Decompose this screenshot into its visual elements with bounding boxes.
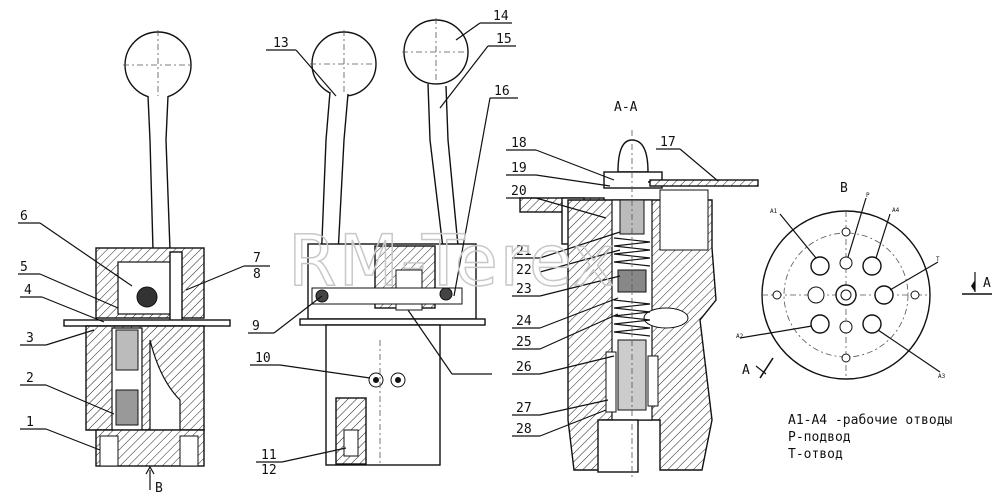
valve-body: [85, 325, 205, 431]
flange-plate: [63, 319, 231, 327]
section-title: A-A: [614, 100, 638, 115]
pivot-ball: [136, 286, 158, 308]
callout-26: 26: [516, 360, 532, 375]
callout-25: 25: [516, 335, 532, 350]
callout-27: 27: [516, 401, 532, 416]
callout-4: 4: [24, 283, 32, 298]
callout-14: 14: [493, 9, 509, 24]
legend-line-1: A1-A4 -рабочие отводы: [788, 413, 953, 428]
callout-24: 24: [516, 314, 532, 329]
port-label-t: T: [936, 256, 940, 263]
callout-3: 3: [26, 331, 34, 346]
callout-21: 21: [516, 244, 532, 259]
lever-shaft: [147, 95, 171, 251]
callout-19: 19: [511, 161, 527, 176]
watermark: RM-Terex: [288, 220, 616, 302]
legend-line-3: Т-отвод: [788, 447, 843, 462]
callout-11: 11: [261, 448, 277, 463]
view-b: B A1 A4 P T A2 A3 A: [736, 181, 992, 380]
port-p: [839, 256, 853, 270]
callout-18: 18: [511, 136, 527, 151]
bolt-7: [169, 251, 183, 329]
callouts: 1 2 3 4 5 6 7 8 9 10 11 12 13 14: [18, 9, 719, 478]
left-view: B: [63, 30, 231, 496]
callout-9: 9: [252, 319, 260, 334]
callout-13: 13: [273, 36, 289, 51]
callout-1: 1: [26, 415, 34, 430]
arrow-label-a-right: A: [983, 276, 991, 291]
port-label-p: P: [866, 192, 870, 199]
callout-7: 7: [253, 251, 261, 266]
legend-line-2: Р-подвод: [788, 430, 851, 445]
lever-plate-17: [649, 179, 759, 187]
callout-5: 5: [20, 260, 28, 275]
port-a1: [810, 256, 830, 276]
port-t: [874, 285, 894, 305]
callout-2: 2: [26, 371, 34, 386]
middle-view: [299, 18, 486, 466]
callout-15: 15: [496, 32, 512, 47]
callout-12: 12: [261, 463, 277, 478]
callout-22: 22: [516, 263, 532, 278]
port-left: [807, 286, 825, 304]
callout-20: 20: [511, 184, 527, 199]
callout-23: 23: [516, 282, 532, 297]
view-b-title: B: [840, 181, 848, 196]
callout-16: 16: [494, 84, 510, 99]
legend: A1-A4 -рабочие отводы Р-подвод Т-отвод: [788, 413, 953, 462]
callout-28: 28: [516, 422, 532, 437]
callout-6: 6: [20, 209, 28, 224]
port-a3: [862, 314, 882, 334]
port-label-a1: A1: [770, 208, 778, 215]
callout-10: 10: [255, 351, 271, 366]
arrow-label-a-section: A: [742, 363, 750, 378]
spool-lower: [115, 389, 139, 426]
port-a4: [862, 256, 882, 276]
callout-8: 8: [253, 267, 261, 282]
arrow-label-b-bottom: B: [155, 481, 163, 496]
callout-17: 17: [660, 135, 676, 150]
section-a-a: A-A: [519, 100, 759, 480]
spool-upper: [115, 329, 139, 371]
port-label-a4: A4: [892, 207, 900, 214]
port-label-a2: A2: [736, 333, 744, 340]
port-a2: [810, 314, 830, 334]
port-label-a3: A3: [938, 373, 946, 380]
